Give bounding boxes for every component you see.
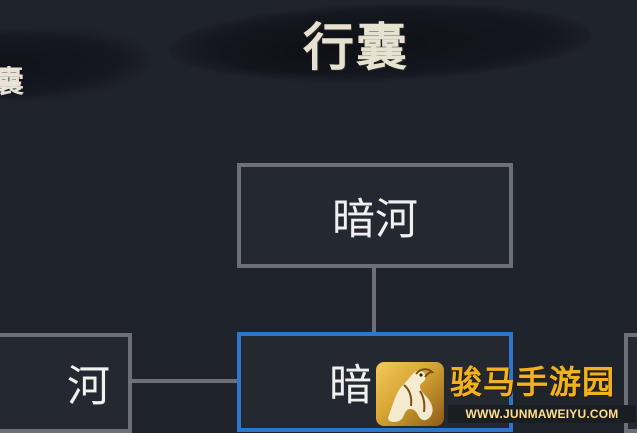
page-title: 行囊 xyxy=(303,18,410,78)
skill-node-left[interactable]: 河 xyxy=(0,333,132,433)
skill-node-selected-label: 暗 xyxy=(329,361,372,411)
left-title-fragment: 囊 xyxy=(0,65,24,100)
watermark-url: WWW.JUNMAWEIYU.COM xyxy=(448,405,636,423)
watermark-name: 骏马手游园 xyxy=(450,363,616,401)
skill-node-top[interactable]: 暗河 xyxy=(237,163,513,268)
skill-node-top-label: 暗河 xyxy=(332,194,418,245)
horse-logo-icon xyxy=(376,362,444,426)
tree-connector-horizontal xyxy=(132,379,237,383)
skill-node-selected[interactable]: 暗 xyxy=(237,332,513,432)
tree-connector-vertical xyxy=(372,268,376,332)
watermark: 骏马手游园 WWW.JUNMAWEIYU.COM xyxy=(376,362,637,426)
skill-node-left-label: 河 xyxy=(67,362,110,412)
